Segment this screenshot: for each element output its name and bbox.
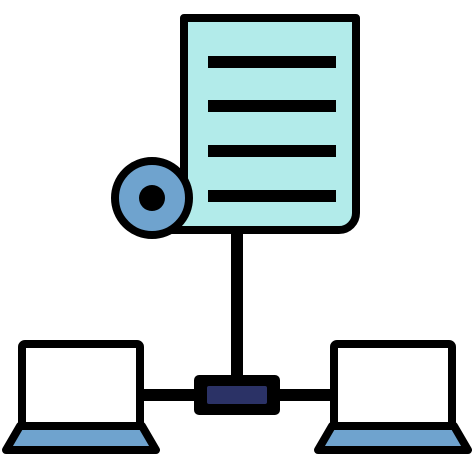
document-line — [208, 190, 336, 202]
network-hub-icon — [194, 375, 280, 415]
document-page — [146, 14, 360, 234]
laptop-icon-left — [2, 340, 160, 454]
document-text-lines — [208, 56, 336, 202]
hub-inner — [207, 386, 267, 404]
laptop-icon-right — [314, 340, 472, 454]
document-line — [208, 100, 336, 112]
laptop-base — [314, 422, 472, 454]
document-line — [208, 145, 336, 157]
network-connection-lines — [140, 232, 334, 401]
laptop-screen — [330, 340, 456, 430]
laptop-screen — [18, 340, 144, 430]
document-icon — [111, 14, 360, 239]
document-line — [208, 56, 336, 68]
laptop-base — [2, 422, 160, 454]
scroll-roll-core — [139, 185, 165, 211]
